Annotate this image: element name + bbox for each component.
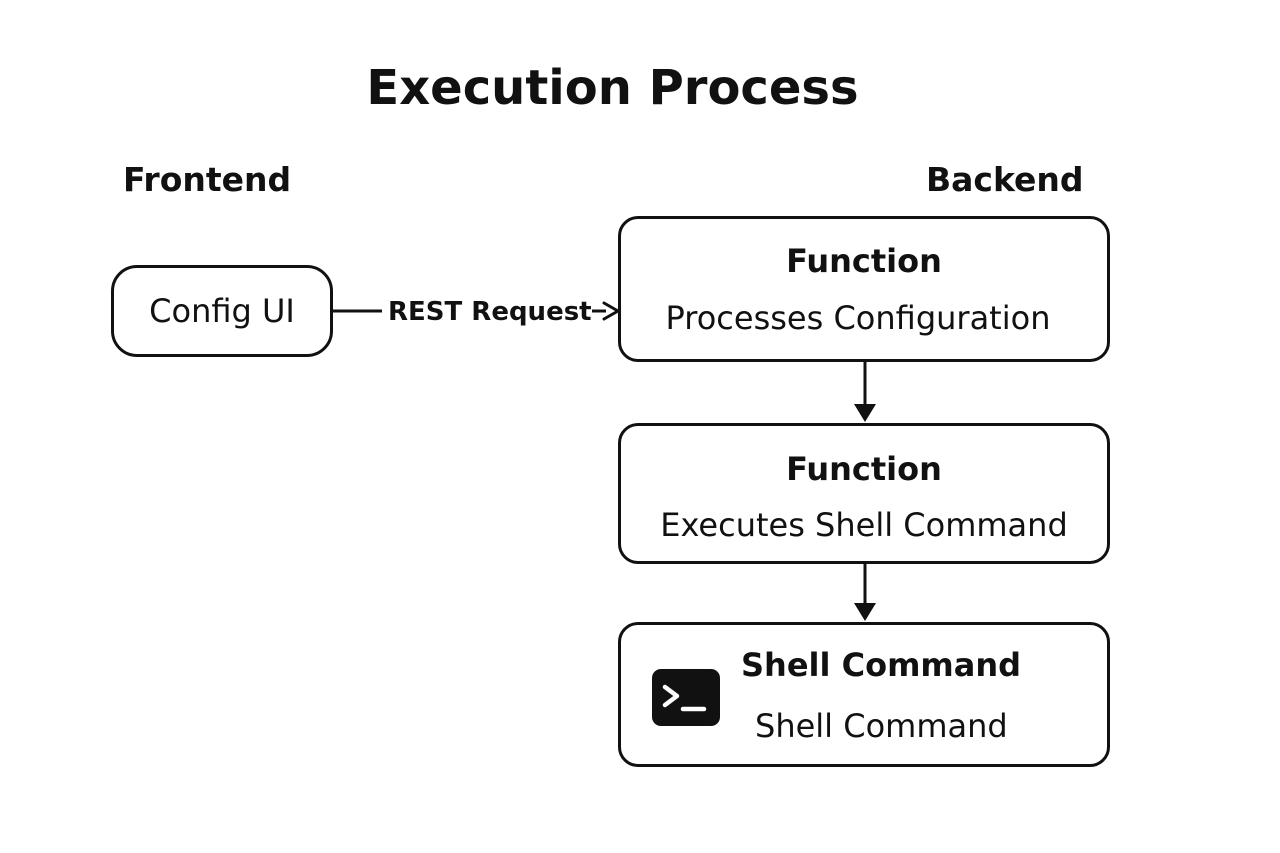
flow-arrow-2-head [854,603,876,621]
diagram-title: Execution Process [366,60,859,116]
shell-command-node: Shell Command Shell Command [618,622,1110,767]
function-execute-shell-node: Function Executes Shell Command [618,423,1110,564]
flow-arrow-1-head [854,404,876,422]
backend-lane-label: Backend [926,160,1084,199]
frontend-lane-label: Frontend [123,160,292,199]
config-ui-node: Config UI [111,265,333,357]
node-title: Function [786,450,942,488]
function-process-config-node: Function Processes Configuration [618,216,1110,362]
node-description: Processes Configuration [665,299,1051,337]
node-description: Executes Shell Command [660,506,1068,544]
node-description: Shell Command [755,707,1008,745]
node-title: Function [786,242,942,280]
config-ui-label: Config UI [149,292,295,330]
terminal-icon [652,669,720,726]
node-title: Shell Command [741,646,1022,684]
rest-request-label: REST Request [388,294,592,330]
